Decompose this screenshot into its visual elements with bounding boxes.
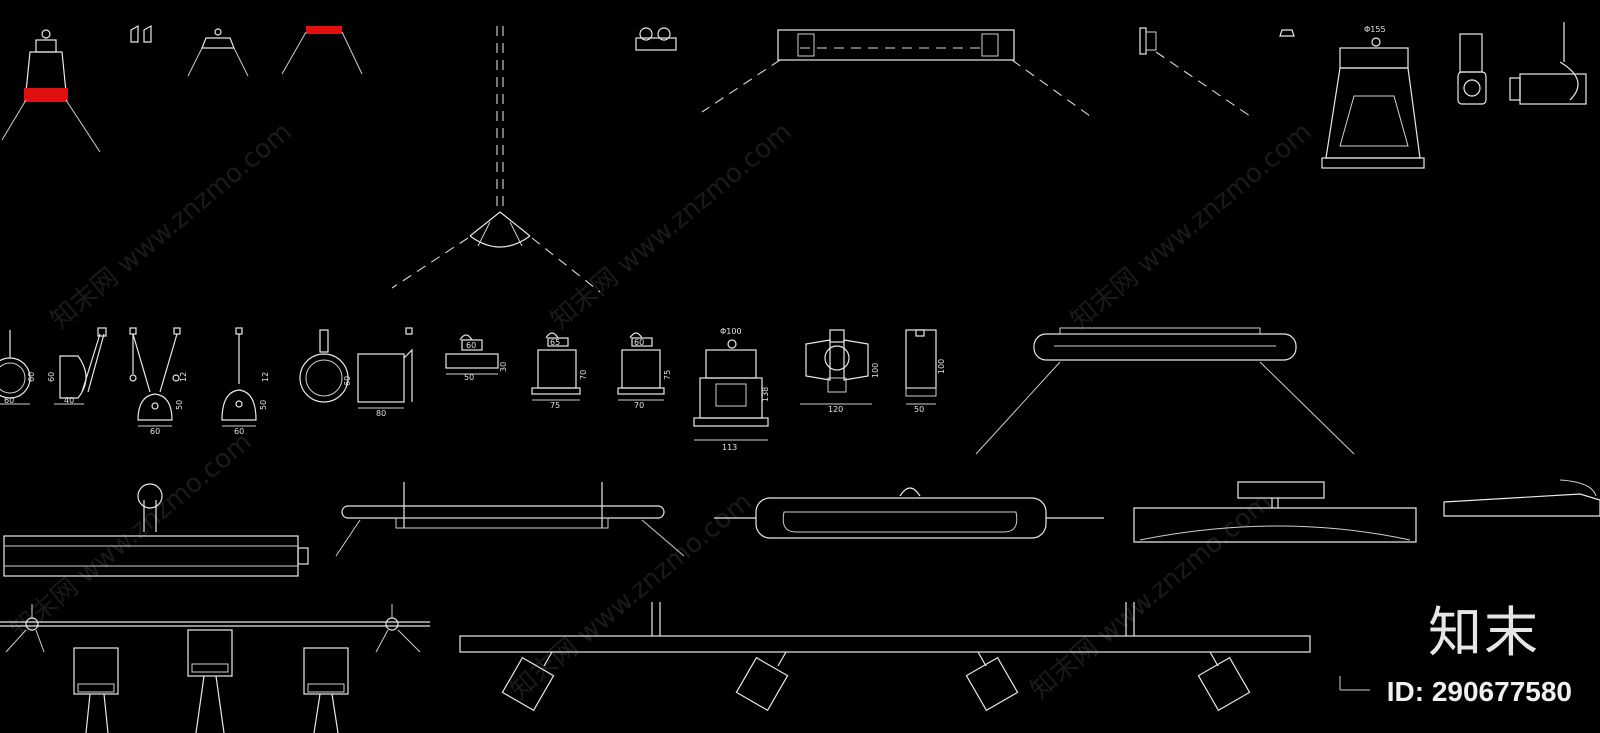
dim-70-a: 70	[579, 370, 588, 380]
watermark-3: 知末网 www.znzmo.com	[1065, 117, 1317, 336]
dim-60-h: 60	[634, 338, 644, 347]
wall-bar-light-left	[3, 483, 309, 577]
dim-12-a: 12	[179, 372, 188, 382]
watermark-6: 知末网 www.znzmo.com	[1025, 487, 1277, 706]
wall-bar-light-ring	[714, 487, 1104, 539]
dim-100-a: 100	[871, 363, 880, 378]
dim-50-b: 50	[259, 400, 268, 410]
watermark-2: 知末网 www.znzmo.com	[545, 117, 797, 336]
dim-60-g: 60	[466, 341, 476, 350]
track-spot-3	[965, 651, 1019, 712]
dim-12-b: 12	[261, 372, 270, 382]
pendant-ball-single: 60 50 12	[221, 327, 270, 436]
track-spot-side	[1509, 22, 1587, 105]
dim-75-a: 75	[550, 401, 560, 410]
dim-75-b: 75	[663, 370, 672, 380]
dim-50-d: 50	[914, 405, 924, 414]
track-head-3	[303, 647, 349, 733]
dim-60-c: 60	[47, 372, 56, 382]
dim-phi155: Φ155	[1364, 25, 1386, 34]
wall-washer-small	[1139, 27, 1251, 117]
corner-bracket-lines	[1339, 676, 1370, 691]
dim-40: 40	[64, 396, 74, 405]
ceiling-spot-red	[281, 26, 363, 75]
dim-50-a: 50	[175, 400, 184, 410]
dim-60-b: 60	[27, 372, 36, 382]
ceiling-panel-light	[1133, 481, 1417, 543]
dim-phi100: Φ100	[720, 327, 742, 336]
track-bar-right	[459, 602, 1311, 653]
dim-120: 120	[828, 405, 843, 414]
downlight-phi155: Φ155	[1321, 25, 1425, 169]
surface-spot-a: 60 50 30	[445, 334, 508, 382]
dim-60-f: 60	[343, 376, 352, 386]
pendant-ball-wired: 60 50 12	[129, 327, 188, 436]
round-grille-spot-front: 60 60	[0, 330, 36, 405]
surface-spot-b: 65 75 70	[531, 332, 588, 410]
dim-100-b: 100	[937, 359, 946, 374]
track-spot-4	[1197, 651, 1251, 712]
downlight-box-phi100: Φ100 113 138	[693, 327, 770, 452]
dim-60-d: 60	[150, 427, 160, 436]
twin-mini-spot	[635, 27, 677, 51]
wall-bar-light-mid	[335, 482, 685, 557]
watermark-group: 知末网 www.znzmo.com 知末网 www.znzmo.com 知末网 …	[5, 117, 1317, 706]
dim-60-e: 60	[234, 427, 244, 436]
track-spot-1	[501, 651, 555, 712]
ceiling-spot-small	[187, 28, 249, 77]
tiny-fixture	[1279, 29, 1295, 37]
track-spot-2	[735, 651, 789, 712]
track-head-2	[187, 629, 233, 733]
grille-spot-front-large: 60	[299, 329, 352, 403]
asset-id-label: ID: 290677580	[1386, 676, 1572, 707]
mini-spot-pair	[130, 24, 152, 43]
surface-spot-c: 60 70 75	[617, 332, 672, 410]
eyeball-spot-wings: 120 100	[800, 329, 880, 414]
track-head-small	[1457, 33, 1487, 105]
dim-138: 138	[761, 387, 770, 402]
dim-80: 80	[376, 409, 386, 418]
cylinder-spot-side: 80	[357, 327, 413, 418]
round-spot-side: 40 60	[47, 327, 107, 405]
dim-70-b: 70	[634, 401, 644, 410]
dim-65: 65	[550, 338, 560, 347]
dim-30: 30	[499, 362, 508, 372]
track-head-1	[73, 647, 119, 733]
pendant-cone-light	[391, 26, 601, 293]
watermark-1: 知末网 www.znzmo.com	[45, 117, 297, 336]
dim-60-a: 60	[4, 396, 14, 405]
spotlight-red-left	[1, 29, 101, 153]
picture-light-tube	[975, 327, 1355, 455]
track-rail-left	[0, 604, 430, 653]
watermark-5: 知末网 www.znzmo.com	[505, 487, 757, 706]
dim-113: 113	[722, 443, 737, 452]
brand-logo: 知末	[1428, 601, 1540, 664]
dim-50-c: 50	[464, 373, 474, 382]
wall-sconce-blade	[1443, 479, 1600, 517]
tube-spot-tall: 50 100	[905, 329, 946, 414]
linear-wall-light-top	[701, 29, 1091, 117]
